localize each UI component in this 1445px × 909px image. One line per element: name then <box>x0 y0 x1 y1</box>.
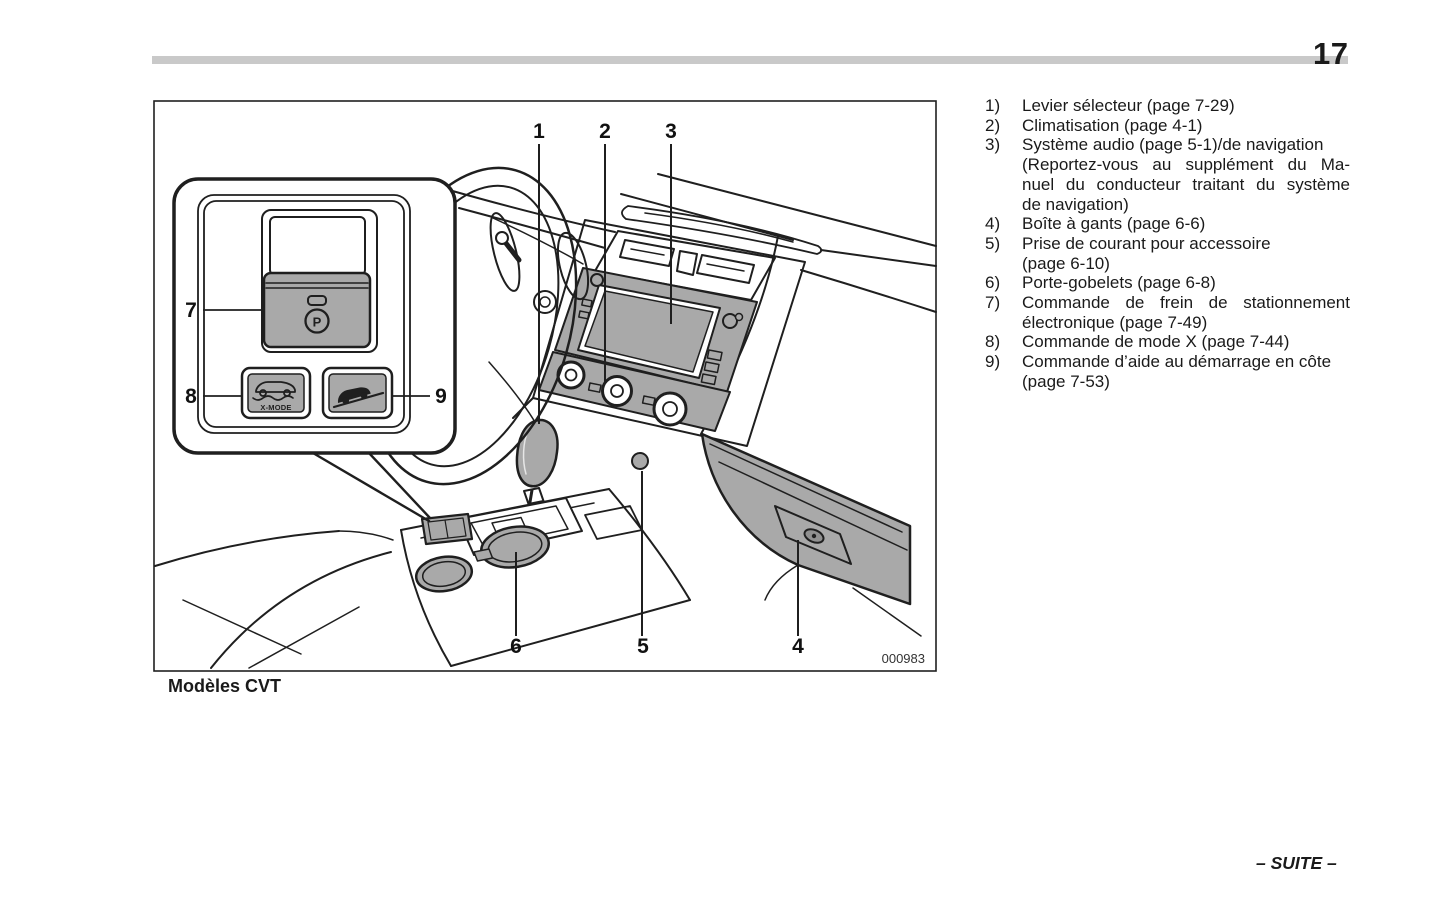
hill-start-assist-button <box>321 366 394 420</box>
legend-line: Commande de frein de stationnement <box>1022 293 1350 313</box>
legend-line: Levier sélecteur (page 7-29) <box>1022 96 1235 115</box>
callout-3: 3 <box>665 120 677 143</box>
callout-6: 6 <box>510 635 522 658</box>
callout-8: 8 <box>185 385 197 408</box>
legend-line: Climatisation (page 4-1) <box>1022 115 1203 135</box>
x-mode-car-icon <box>252 381 296 401</box>
top-rule <box>152 56 1348 64</box>
legend-line: nuel du conducteur traitant du système <box>1022 174 1350 194</box>
climate-control-panel <box>538 351 731 432</box>
center-stack <box>532 219 806 447</box>
dashboard-diagram-svg: P X-MODE <box>153 100 937 672</box>
glove-box <box>700 432 922 637</box>
legend-line: (Reportez-vous au supplément du Ma- <box>1022 155 1350 175</box>
legend-item-5: 5) Prise de courant pour accessoire (pag… <box>985 234 1350 273</box>
parking-brake-switch: P <box>261 209 378 353</box>
inset-panel: P X-MODE <box>172 177 457 455</box>
callout-5: 5 <box>637 635 649 658</box>
legend-line: Prise de courant pour accessoire <box>1022 233 1271 253</box>
callout-7: 7 <box>185 299 197 322</box>
instrument-cluster <box>489 212 590 314</box>
callout-4: 4 <box>792 635 804 658</box>
legend-item-number: 1) <box>985 96 1001 115</box>
legend-line: (page 7-53) <box>1022 371 1110 391</box>
legend-item-6: 6) Porte-gobelets (page 6-8) <box>985 273 1350 293</box>
legend-item-1: 1) Levier sélecteur (page 7-29) <box>985 96 1350 116</box>
legend-line: de navigation) <box>1022 194 1129 214</box>
x-mode-label: X-MODE <box>260 403 291 412</box>
legend-line: Porte-gobelets (page 6-8) <box>1022 273 1216 293</box>
legend-line: électronique (page 7-49) <box>1022 312 1208 332</box>
page-number: 17 <box>1313 36 1349 71</box>
parking-brake-icon <box>304 308 330 334</box>
legend-list: 1) Levier sélecteur (page 7-29) 2) Clima… <box>985 96 1350 392</box>
legend-item-4: 4) Boîte à gants (page 6-6) <box>985 214 1350 234</box>
legend-item-2: 2) Climatisation (page 4-1) <box>985 116 1350 136</box>
legend-item-7: 7) Commande de frein de stationnement él… <box>985 293 1350 332</box>
continuation-marker: – SUITE – <box>1256 853 1337 873</box>
legend-item-9: 9) Commande d’aide au démarrage en côte … <box>985 352 1350 391</box>
legend-item-number: 5) <box>985 233 1001 253</box>
legend-item-number: 2) <box>985 115 1001 135</box>
legend-line: (page 6-10) <box>1022 253 1110 273</box>
legend-item-number: 4) <box>985 214 1001 234</box>
legend-line: Commande de mode X (page 7-44) <box>1022 332 1290 352</box>
power-outlet <box>631 452 649 470</box>
callout-numbers: 1 2 3 4 5 6 7 8 9 000983 <box>185 120 925 666</box>
legend-item-number: 6) <box>985 273 1001 293</box>
legend-item-number: 9) <box>985 352 1001 372</box>
callout-1: 1 <box>533 120 545 143</box>
dashboard-diagram: P X-MODE <box>153 100 937 672</box>
glove-box-handle <box>774 505 852 565</box>
figure-code: 000983 <box>882 651 925 666</box>
cup-holders <box>414 525 550 593</box>
legend-line: Système audio (page 5-1)/de navigation <box>1022 135 1324 155</box>
legend-item-number: 7) <box>985 293 1001 313</box>
callout-2: 2 <box>599 120 611 143</box>
callout-leader-lines <box>203 144 799 636</box>
figure-caption: Modèles CVT <box>168 676 282 696</box>
legend-line: Boîte à gants (page 6-6) <box>1022 214 1206 234</box>
legend-item-8: 8) Commande de mode X (page 7-44) <box>985 332 1350 352</box>
legend-item-number: 3) <box>985 135 1001 155</box>
legend-item-3: 3) Système audio (page 5-1)/de navigatio… <box>985 135 1350 214</box>
legend-line: Commande d’aide au démarrage en côte <box>1022 352 1332 372</box>
callout-9: 9 <box>435 385 447 408</box>
x-mode-button: X-MODE <box>240 366 312 420</box>
legend-item-number: 8) <box>985 332 1001 352</box>
parking-brake-p-symbol: P <box>313 315 322 330</box>
console-switch-panel <box>420 512 474 546</box>
audio-screen <box>584 290 714 373</box>
